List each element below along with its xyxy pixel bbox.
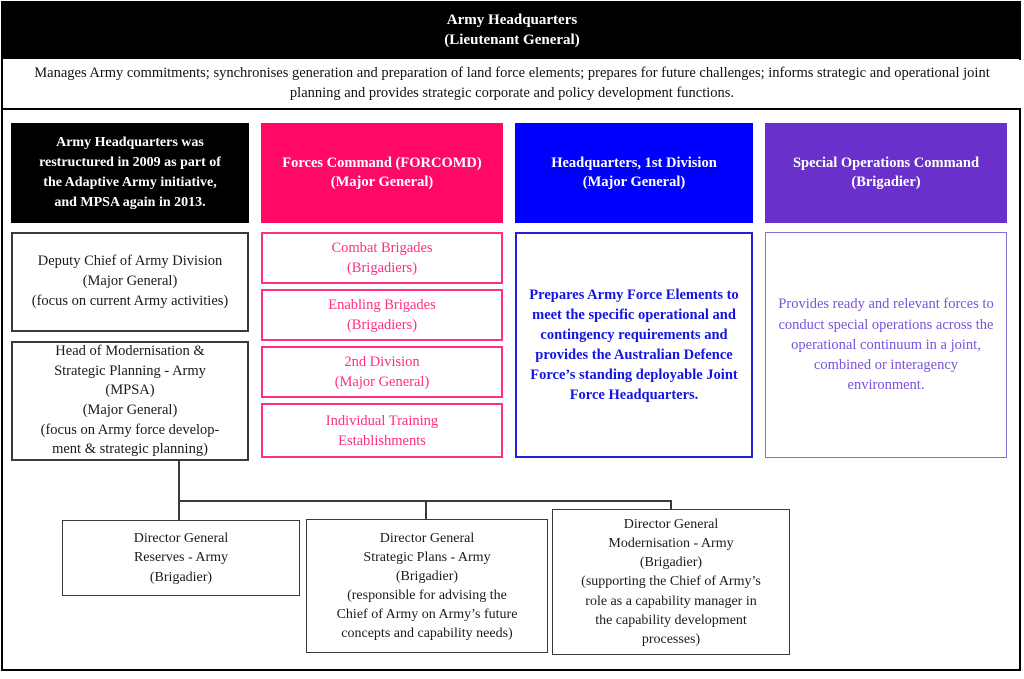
box-individual-training-establishments: Individual Training Establishments xyxy=(261,403,503,458)
note-box-restructure: Army Headquarters was restructured in 20… xyxy=(11,123,249,223)
mission-statement-strip: Manages Army commitments; synchronises g… xyxy=(3,60,1021,110)
dg-reserves-line-2: Reserves - Army xyxy=(133,550,229,566)
connector-drop-dg-reserves xyxy=(178,500,180,521)
iteb-line-2: Establishments xyxy=(338,432,426,449)
header-sof-rank: (Brigadier) xyxy=(851,174,921,190)
header-forces-command-title: Forces Command (FORCOMD) xyxy=(282,154,482,171)
top-banner-army-headquarters: Army Headquarters (Lieutenant General) xyxy=(3,3,1021,59)
header-special-operations-command: Special Operations Command (Brigadier) xyxy=(765,123,1007,223)
dcoa-line-1: Deputy Chief of Army Division xyxy=(37,253,223,270)
box-director-general-strategic-plans: Director General Strategic Plans - Army … xyxy=(306,519,548,653)
box-deputy-chief-of-army-division: Deputy Chief of Army Division (Major Gen… xyxy=(11,232,249,332)
mpsa-line-3: (MPSA) xyxy=(105,382,155,399)
box-1st-division-description: Prepares Army Force Elements to meet the… xyxy=(515,232,753,458)
box-director-general-reserves: Director General Reserves - Army (Brigad… xyxy=(62,520,300,596)
dg-plans-line-5: Chief of Army on Army’s future xyxy=(336,607,518,623)
dg-mod-line-7: processes) xyxy=(641,631,701,647)
note-line-1: Army Headquarters was xyxy=(56,135,204,151)
enabling-brigades-rank: (Brigadiers) xyxy=(346,317,418,333)
header-headquarters-1st-division: Headquarters, 1st Division (Major Genera… xyxy=(515,123,753,223)
dg-reserves-line-1: Director General xyxy=(133,531,229,547)
header-forces-command: Forces Command (FORCOMD) (Major General) xyxy=(261,123,503,223)
note-line-4: and MPSA again in 2013. xyxy=(54,194,206,210)
div1-description-text: Prepares Army Force Elements to meet the… xyxy=(529,287,739,403)
connector-drop-dg-strategic-plans xyxy=(425,500,427,520)
header-forces-command-rank: (Major General) xyxy=(330,174,434,190)
dcoa-line-3: (focus on current Army activities) xyxy=(31,292,229,309)
dg-mod-line-5: role as a capability manager in xyxy=(585,593,757,609)
mpsa-line-5: (focus on Army force develop- xyxy=(40,421,220,438)
dg-plans-line-1: Director General xyxy=(379,530,475,546)
box-head-of-modernisation-strategic-planning: Head of Modernisation & Strategic Planni… xyxy=(11,341,249,461)
box-2nd-division: 2nd Division (Major General) xyxy=(261,346,503,398)
2nd-division-title: 2nd Division xyxy=(344,354,420,370)
header-sof-title: Special Operations Command xyxy=(792,154,980,171)
box-special-operations-description: Provides ready and relevant forces to co… xyxy=(765,232,1007,458)
combat-brigades-rank: (Brigadiers) xyxy=(346,260,418,276)
dg-mod-line-6: the capability development xyxy=(595,612,747,628)
box-combat-brigades: Combat Brigades (Brigadiers) xyxy=(261,232,503,284)
note-line-3: the Adaptive Army initiative, xyxy=(43,175,217,190)
header-div1-title: Headquarters, 1st Division xyxy=(551,154,717,171)
connector-drop-dg-modernisation xyxy=(670,500,672,510)
sof-description-text: Provides ready and relevant forces to co… xyxy=(778,296,994,394)
mission-statement-text: Manages Army commitments; synchronises g… xyxy=(34,65,990,101)
dg-plans-line-4: (responsible for advising the xyxy=(347,588,507,603)
dg-mod-line-4: (supporting the Chief of Army’s xyxy=(581,574,761,590)
dg-reserves-line-3: (Brigadier) xyxy=(149,569,213,585)
mpsa-line-2: Strategic Planning - Army xyxy=(54,362,206,379)
dg-mod-line-3: (Brigadier) xyxy=(639,555,703,571)
note-line-2: restructured in 2009 as part of xyxy=(39,155,221,171)
header-div1-rank: (Major General) xyxy=(582,174,686,190)
connector-mpsa-drop xyxy=(178,461,180,502)
iteb-line-1: Individual Training xyxy=(325,412,439,429)
combat-brigades-title: Combat Brigades xyxy=(331,240,433,256)
mpsa-line-6: ment & strategic planning) xyxy=(52,441,208,458)
top-banner-title: Army Headquarters xyxy=(446,12,578,29)
dcoa-line-2: (Major General) xyxy=(82,273,178,290)
enabling-brigades-title: Enabling Brigades xyxy=(328,297,436,313)
mpsa-line-4: (Major General) xyxy=(82,402,178,418)
top-banner-rank: (Lieutenant General) xyxy=(444,32,580,48)
box-director-general-modernisation: Director General Modernisation - Army (B… xyxy=(552,509,790,655)
dg-mod-line-2: Modernisation - Army xyxy=(608,536,734,552)
dg-plans-line-6: concepts and capability needs) xyxy=(341,626,513,642)
2nd-division-rank: (Major General) xyxy=(334,374,430,390)
dg-mod-line-1: Director General xyxy=(623,517,719,533)
mpsa-line-1: Head of Modernisation & xyxy=(55,342,205,359)
dg-plans-line-2: Strategic Plans - Army xyxy=(363,549,491,565)
dg-plans-line-3: (Brigadier) xyxy=(395,568,459,584)
box-enabling-brigades: Enabling Brigades (Brigadiers) xyxy=(261,289,503,341)
